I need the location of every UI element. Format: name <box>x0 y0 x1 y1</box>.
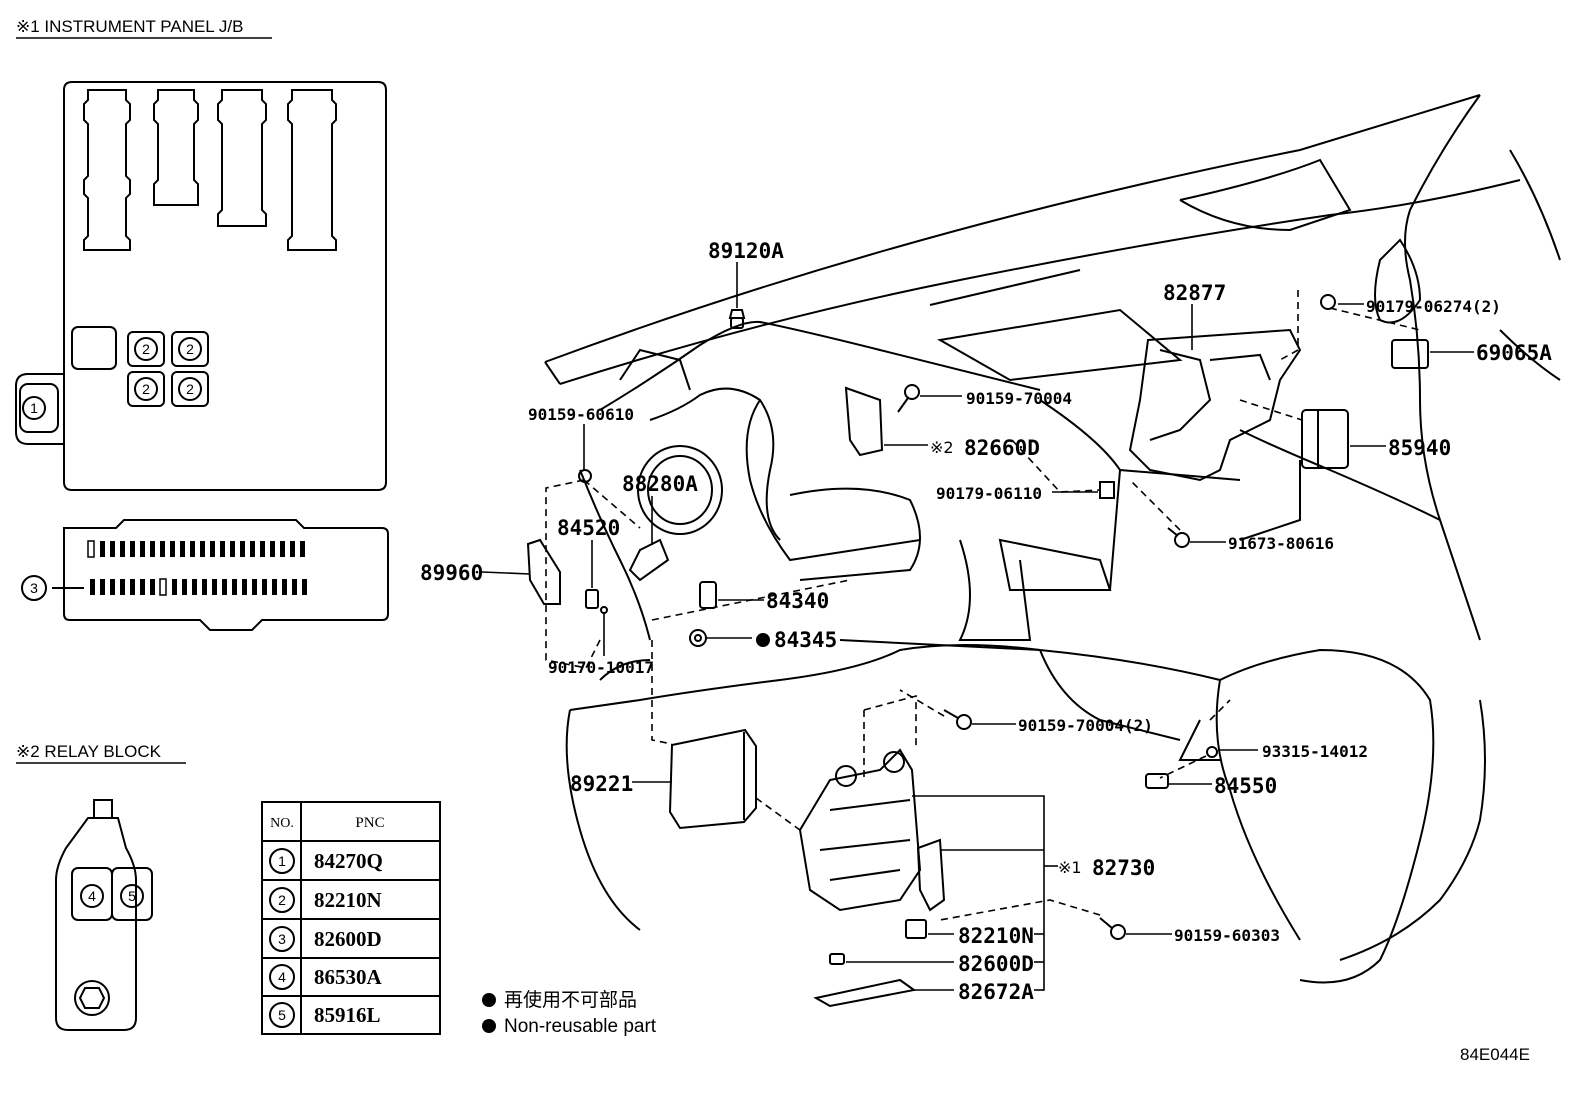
part-label-84340: 84340 <box>766 589 829 613</box>
part-label-89120A: 89120A <box>708 239 784 263</box>
part-label-90179-06110: 90179-06110 <box>936 484 1042 503</box>
callout-5: 5 <box>128 888 136 904</box>
table-row-no: 1 <box>278 853 286 869</box>
leader-lines <box>481 262 1474 991</box>
part-label-90170-10017: 90170-10017 <box>548 658 654 677</box>
non-reusable-dot <box>756 633 770 647</box>
table-row-pnc: 84270Q <box>314 849 383 873</box>
table-header-pnc: PNC <box>355 815 384 831</box>
instrument-panel-jb-title: ※1 INSTRUMENT PANEL J/B <box>16 17 243 36</box>
diagram-code: 84E044E <box>1460 1045 1530 1064</box>
part-label-82877: 82877 <box>1163 281 1226 305</box>
part-label-88280A: 88280A <box>622 472 698 496</box>
dashboard-outline <box>544 94 1561 984</box>
callout-4: 4 <box>88 888 96 904</box>
part-label-90159-60610: 90159-60610 <box>528 405 634 424</box>
relay-block-title: ※2 RELAY BLOCK <box>16 742 162 761</box>
table-row-no: 2 <box>278 892 286 908</box>
instrument-panel-jb-illustration <box>15 81 387 491</box>
legend-dot <box>482 993 496 1007</box>
fuse-block-illustration <box>21 519 389 631</box>
table-row-no: 4 <box>278 969 286 985</box>
part-label-90159-60303: 90159-60303 <box>1174 926 1280 945</box>
part-label-85940: 85940 <box>1388 436 1451 460</box>
part-label-89960: 89960 <box>420 561 483 585</box>
part-label-84550: 84550 <box>1214 774 1277 798</box>
part-label-90179-06274: 90179-06274(2) <box>1366 297 1501 316</box>
part-label-89221: 89221 <box>570 772 633 796</box>
table-row-no: 3 <box>278 931 286 947</box>
callout-2: 2 <box>142 381 150 397</box>
legend-en: Non-reusable part <box>504 1016 657 1037</box>
table-header-no: NO. <box>270 816 294 831</box>
table-row-pnc: 86530A <box>314 965 383 989</box>
callout-2: 2 <box>186 381 194 397</box>
relay-block-illustration <box>55 799 153 1031</box>
part-label-84345: 84345 <box>774 628 837 652</box>
part-label-90159-70004: 90159-70004 <box>966 389 1072 408</box>
part-label-69065A: 69065A <box>1476 341 1552 365</box>
callout-1: 1 <box>30 400 38 416</box>
pnc-table-grid <box>261 801 441 1035</box>
part-label-90159-70004-2: 90159-70004(2) <box>1018 716 1153 735</box>
legend-jp: 再使用不可部品 <box>504 989 637 1011</box>
dashed-guides <box>545 290 1421 921</box>
table-row-pnc: 82600D <box>314 927 382 951</box>
callout-2: 2 <box>186 341 194 357</box>
ref-mark-2: ※2 <box>930 438 954 457</box>
part-label-91673-80616: 91673-80616 <box>1228 534 1334 553</box>
table-row-pnc: 82210N <box>314 888 382 912</box>
part-label-93315-14012: 93315-14012 <box>1262 742 1368 761</box>
callout-2: 2 <box>142 341 150 357</box>
callout-3: 3 <box>30 580 38 596</box>
part-label-82730: 82730 <box>1092 856 1155 880</box>
legend-dot <box>482 1019 496 1033</box>
part-label-82210N: 82210N <box>958 924 1034 948</box>
part-label-82600D: 82600D <box>958 952 1034 976</box>
part-label-84520: 84520 <box>557 516 620 540</box>
part-label-82672A: 82672A <box>958 980 1034 1004</box>
fuse-rows <box>90 541 307 595</box>
table-row-no: 5 <box>278 1007 286 1023</box>
table-row-pnc: 85916L <box>314 1003 381 1027</box>
ref-mark-1: ※1 <box>1058 858 1082 877</box>
part-label-82660D: 82660D <box>964 436 1040 460</box>
components <box>526 294 1429 1008</box>
